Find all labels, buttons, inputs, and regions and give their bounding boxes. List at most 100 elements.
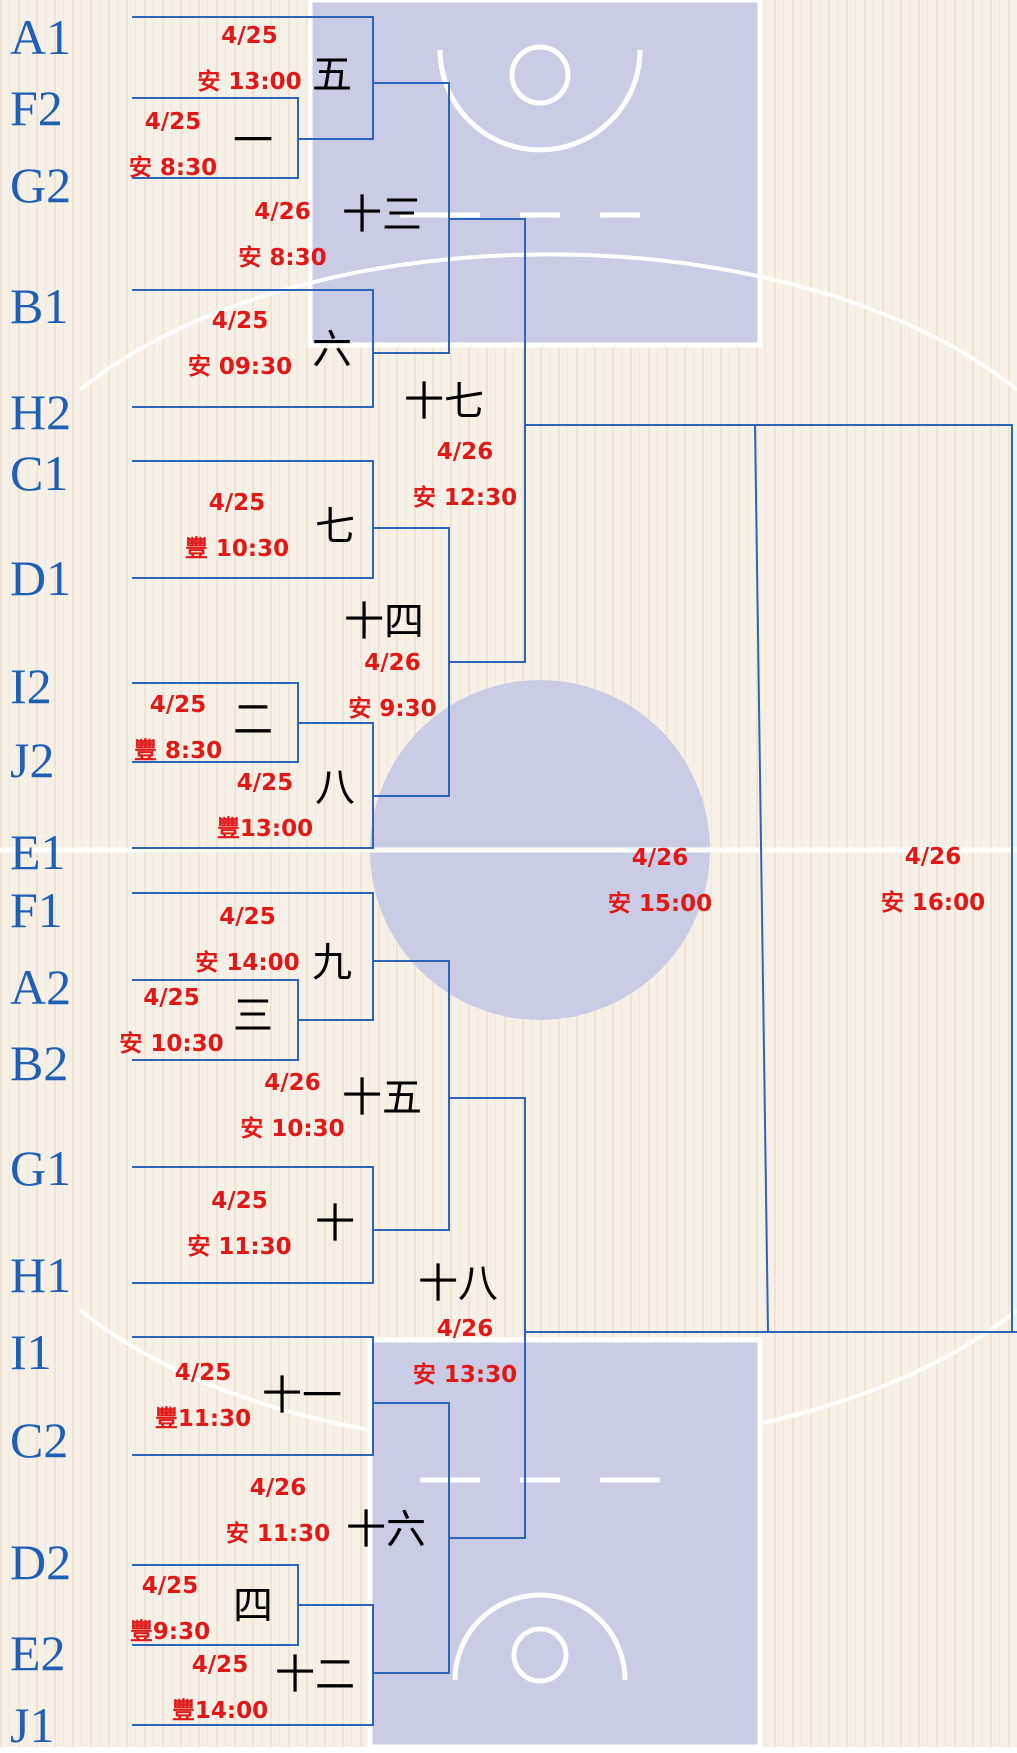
game-number: 十四 (344, 599, 424, 645)
team-label: A1 (10, 9, 72, 65)
team-label: H1 (10, 1247, 72, 1303)
schedule-g10: 4/25 安 11:30 (182, 1178, 297, 1270)
game-date: 4/26 (264, 1070, 321, 1096)
game-time: 豐11:30 (154, 1406, 252, 1432)
schedule-g16: 4/26 安 11:30 (218, 1465, 338, 1557)
schedule-g15: 4/26 安 10:30 (235, 1060, 350, 1152)
game-time: 安 8:30 (128, 155, 218, 181)
bracket-semifinal (525, 424, 1017, 1333)
bracket-g3 (132, 979, 299, 1061)
game-date: 4/26 (904, 844, 962, 870)
team-label: H2 (10, 384, 72, 440)
game-number: 十七 (404, 379, 484, 425)
team-label: C1 (10, 445, 69, 501)
game-time: 安 13:00 (197, 69, 302, 95)
game-time: 安 12:30 (412, 485, 518, 511)
game-time: 安 10:30 (240, 1116, 345, 1142)
game-date: 4/25 (211, 1188, 268, 1214)
bracket-g7 (132, 460, 374, 579)
bracket-g8 (132, 722, 374, 849)
bracket-g10 (132, 1166, 374, 1284)
team-label: I2 (10, 658, 52, 714)
team-label: J1 (10, 1697, 55, 1753)
game-number: 三 (233, 993, 273, 1039)
game-date: 4/25 (211, 308, 269, 334)
bracket-g6 (132, 289, 374, 408)
game-number: 六 (312, 327, 352, 373)
game-date: 4/26 (254, 199, 311, 225)
game-number: 十 (315, 1201, 355, 1247)
game-date: 4/25 (143, 985, 200, 1011)
game-date: 4/25 (236, 770, 294, 796)
team-label: I1 (10, 1324, 52, 1380)
game-time: 安 09:30 (187, 354, 293, 380)
team-label: F2 (10, 80, 63, 136)
schedule-g7: 4/25 豐 10:30 (177, 480, 297, 572)
team-label: D1 (10, 550, 72, 606)
bracket-g18 (449, 1097, 526, 1539)
bracket-g17 (449, 218, 526, 663)
game-number: 四 (233, 1583, 273, 1629)
team-label: J2 (10, 732, 55, 788)
team-label: G2 (10, 157, 72, 213)
game-time: 安 13:30 (412, 1362, 518, 1388)
schedule-g1: 4/25 安 8:30 (118, 99, 228, 191)
schedule-final: 4/26 安 16:00 (868, 834, 998, 926)
team-label: B1 (10, 278, 69, 334)
game-date: 4/26 (436, 439, 494, 465)
schedule-g11: 4/25 豐11:30 (148, 1350, 258, 1442)
game-number: 十五 (342, 1075, 422, 1121)
schedule-g5: 4/25 安 13:00 (187, 13, 312, 105)
bracket-final (755, 424, 1013, 1332)
game-time: 豐14:00 (171, 1698, 269, 1724)
game-time: 安 10:30 (119, 1031, 224, 1057)
game-date: 4/26 (436, 1316, 494, 1342)
game-date: 4/25 (144, 109, 202, 135)
team-label: D2 (10, 1534, 72, 1590)
game-date: 4/25 (221, 23, 278, 49)
game-number: 五 (312, 52, 352, 98)
game-time: 安 15:00 (607, 891, 713, 917)
team-label: A2 (10, 959, 72, 1015)
game-date: 4/25 (191, 1652, 249, 1678)
team-label: E1 (10, 824, 66, 880)
game-number: 十一 (262, 1373, 342, 1419)
game-number: 十三 (342, 192, 422, 238)
schedule-g8: 4/25 豐13:00 (210, 760, 320, 852)
game-date: 4/26 (364, 650, 421, 676)
bracket-g11 (132, 1336, 374, 1456)
game-time: 安 8:30 (238, 245, 327, 271)
bracket-g15 (373, 960, 450, 1231)
schedule-g14: 4/26 安 9:30 (335, 640, 450, 732)
game-number: 十二 (275, 1652, 355, 1698)
bracket-g1 (132, 97, 299, 179)
game-number: 一 (233, 118, 273, 164)
bracket-g12 (132, 1604, 374, 1726)
game-time: 豐 10:30 (184, 536, 290, 562)
game-date: 4/25 (219, 904, 276, 930)
game-number: 二 (233, 697, 273, 743)
game-date: 4/25 (141, 1573, 199, 1599)
schedule-g13: 4/26 安 8:30 (225, 189, 340, 281)
schedule-g18: 4/26 安 13:30 (405, 1306, 525, 1398)
schedule-g17: 4/26 安 12:30 (405, 429, 525, 521)
game-time: 安 9:30 (348, 696, 437, 722)
team-label: C2 (10, 1412, 69, 1468)
game-time: 安 16:00 (880, 890, 986, 916)
schedule-g12: 4/25 豐14:00 (165, 1642, 275, 1734)
game-number: 九 (312, 940, 352, 986)
schedule-g6: 4/25 安 09:30 (180, 298, 300, 390)
bracket-g9 (132, 892, 374, 1021)
team-label: B2 (10, 1035, 69, 1091)
game-time: 安 11:30 (225, 1521, 331, 1547)
game-number: 七 (315, 504, 355, 550)
game-date: 4/25 (174, 1360, 232, 1386)
bracket-g5 (132, 16, 374, 140)
team-label: G1 (10, 1140, 72, 1196)
schedule-semifinal: 4/26 安 15:00 (595, 835, 725, 927)
game-time: 豐9:30 (129, 1619, 211, 1645)
game-number: 八 (315, 765, 355, 811)
schedule-g9: 4/25 安 14:00 (185, 894, 310, 986)
team-label: E2 (10, 1625, 66, 1681)
schedule-g3: 4/25 安 10:30 (114, 975, 229, 1067)
